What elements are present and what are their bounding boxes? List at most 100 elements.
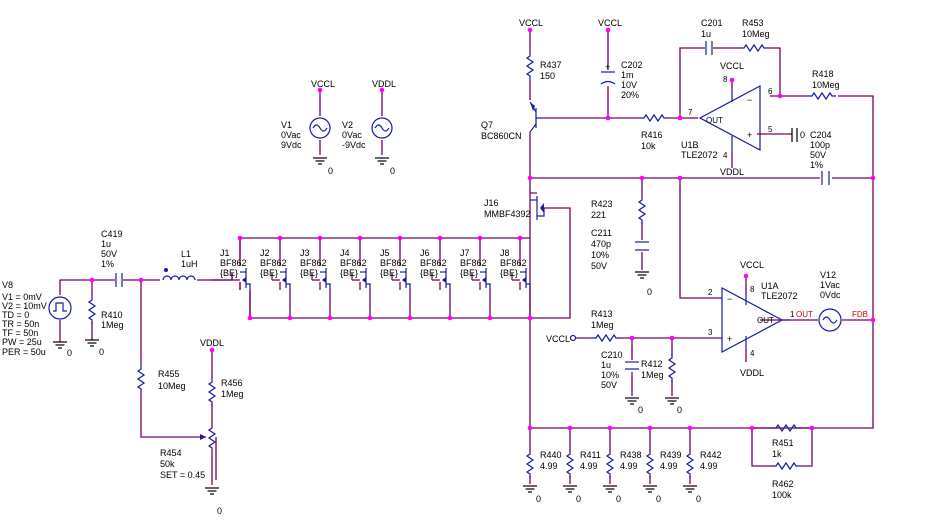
capacitor-c202[interactable]: VCCL + C202 1m 10V 20% [598, 18, 643, 100]
resistor-r416[interactable]: R416 10k [639, 114, 669, 151]
resistor-r456[interactable]: VDDL R456 1Meg [200, 338, 244, 407]
c204-name: C204 [810, 130, 832, 140]
source-v2[interactable]: V2 0Vac -9Vdc VDDL 0 [342, 79, 396, 176]
resistor-value: 4.99 [620, 461, 638, 471]
emitter-resistor-bank: R4404.990R4114.990R4384.990R4394.990R442… [522, 449, 722, 504]
resistor-r455[interactable]: R455 10Meg [137, 364, 186, 394]
resistor-r462[interactable]: R462 100k [771, 462, 801, 500]
gnd-label: 0 [616, 494, 621, 504]
resistor-r412[interactable]: R412 1Meg 0 [641, 353, 682, 415]
opamp-u1a[interactable]: − + OUT 2 3 1 8 4 VCCL VDDL U1A TLE2072 [708, 260, 798, 378]
c202-name: C202 [621, 60, 643, 70]
resistor-r410[interactable]: R410 1Meg 0 [84, 295, 124, 357]
resistor-name: R411 [580, 450, 601, 460]
r437-value: 150 [540, 71, 555, 81]
c202-plus-icon: + [605, 62, 610, 72]
capacitor-c201[interactable]: C201 1u [701, 18, 723, 55]
transistor-q7[interactable]: Q7 BC860CN [481, 101, 542, 141]
c202-value: 1m [621, 70, 634, 80]
u1a-pin-vn: 4 [750, 349, 755, 358]
c201-value: 1u [701, 29, 711, 39]
c204-voltage: 50V [810, 150, 826, 160]
r437-rail-label: VCCL [519, 18, 543, 28]
r413-name: R413 [591, 309, 613, 319]
u1a-vccl-label: VCCL [740, 260, 764, 270]
u1b-part: TLE2072 [681, 150, 718, 160]
v12-ac: 1Vac [820, 280, 840, 290]
v12-dc: 0Vdc [820, 290, 841, 300]
pulse-source-v8[interactable]: V8 V1 = 0mV V2 = 10mV TD = 0 TR = 50n TF… [2, 280, 72, 358]
resistor-value: 4.99 [580, 461, 598, 471]
jfet-pins: {BE} [300, 268, 318, 278]
c202-voltage: 10V [621, 80, 637, 90]
r413-value: 1Meg [591, 320, 614, 330]
v1-gnd-label: 0 [328, 166, 333, 176]
c211-voltage: 50V [591, 261, 607, 271]
resistor-value: 4.99 [700, 461, 718, 471]
opamp-u1b[interactable]: − + OUT 6 5 7 8 4 VCCL VDDL U1B TLE2072 [681, 61, 773, 177]
jfet-j16[interactable]: J16 MMBF4392 [484, 196, 545, 220]
jfet-name: J7 [460, 248, 470, 258]
resistor-r413[interactable]: VCCL R413 1Meg [546, 309, 621, 344]
u1b-pin-out: 7 [688, 108, 693, 117]
c419-name: C419 [101, 229, 123, 239]
v8-param-per: PER = 50u [2, 347, 46, 357]
c210-name: C210 [601, 350, 623, 360]
v1-rail-label: VCCL [311, 79, 335, 89]
r462-value: 100k [772, 490, 792, 500]
u1b-pin-vn: 4 [723, 151, 728, 160]
capacitor-c419[interactable]: C419 1u 50V 1% [101, 229, 123, 287]
jfet-part: BF862 [220, 258, 247, 268]
u1b-name: U1B [681, 140, 699, 150]
u1b-minus-sign: − [747, 95, 752, 105]
u1a-pin-inv: 2 [708, 288, 713, 297]
jfet-pins: {BE} [460, 268, 478, 278]
potentiometer-r454[interactable]: R454 50k SET = 0.45 0 [160, 425, 222, 516]
u1b-plus-sign: + [747, 130, 752, 140]
wire-network [59, 30, 874, 484]
resistor-r437[interactable]: VCCL R437 150 [519, 18, 562, 81]
resistor-r453[interactable]: R453 10Meg [739, 18, 770, 52]
source-v1[interactable]: V1 0Vac 9Vdc VCCL 0 [281, 79, 335, 176]
resistor-r451[interactable]: R451 1k [771, 424, 801, 459]
capacitor-feedback[interactable] [821, 171, 830, 185]
capacitor-c204[interactable]: 0 C204 100p 50V 1% [791, 128, 832, 170]
c419-voltage: 50V [101, 249, 117, 259]
resistor-r418[interactable]: R418 10Meg [807, 69, 840, 100]
resistor-r423[interactable]: R423 221 [591, 195, 646, 225]
jfet-part: BF862 [460, 258, 487, 268]
jfet-name: J4 [340, 248, 350, 258]
v1-dc: 9Vdc [281, 140, 302, 150]
r416-name: R416 [641, 130, 663, 140]
r455-name: R455 [158, 369, 180, 379]
u1b-pin-vp: 8 [723, 75, 728, 84]
capacitor-c211[interactable]: C211 470p 10% 50V 0 [591, 228, 652, 297]
u1a-pin-out: 1 [790, 310, 795, 319]
r410-gnd-label: 0 [99, 347, 104, 357]
source-v12[interactable]: V12 1Vac 0Vdc [818, 270, 842, 332]
jfet-part: BF862 [380, 258, 407, 268]
r462-name: R462 [772, 479, 794, 489]
u1b-vccl-label: VCCL [720, 61, 744, 71]
gnd-label: 0 [696, 494, 701, 504]
inductor-l1[interactable]: L1 1uH [162, 249, 198, 281]
capacitor-c210[interactable]: C210 1u 10% 50V 0 [601, 350, 643, 415]
jfet-name: J2 [260, 248, 270, 258]
c419-value: 1u [101, 239, 111, 249]
v8-param-pw: PW = 25u [2, 337, 42, 347]
r456-rail-label: VDDL [200, 338, 224, 348]
